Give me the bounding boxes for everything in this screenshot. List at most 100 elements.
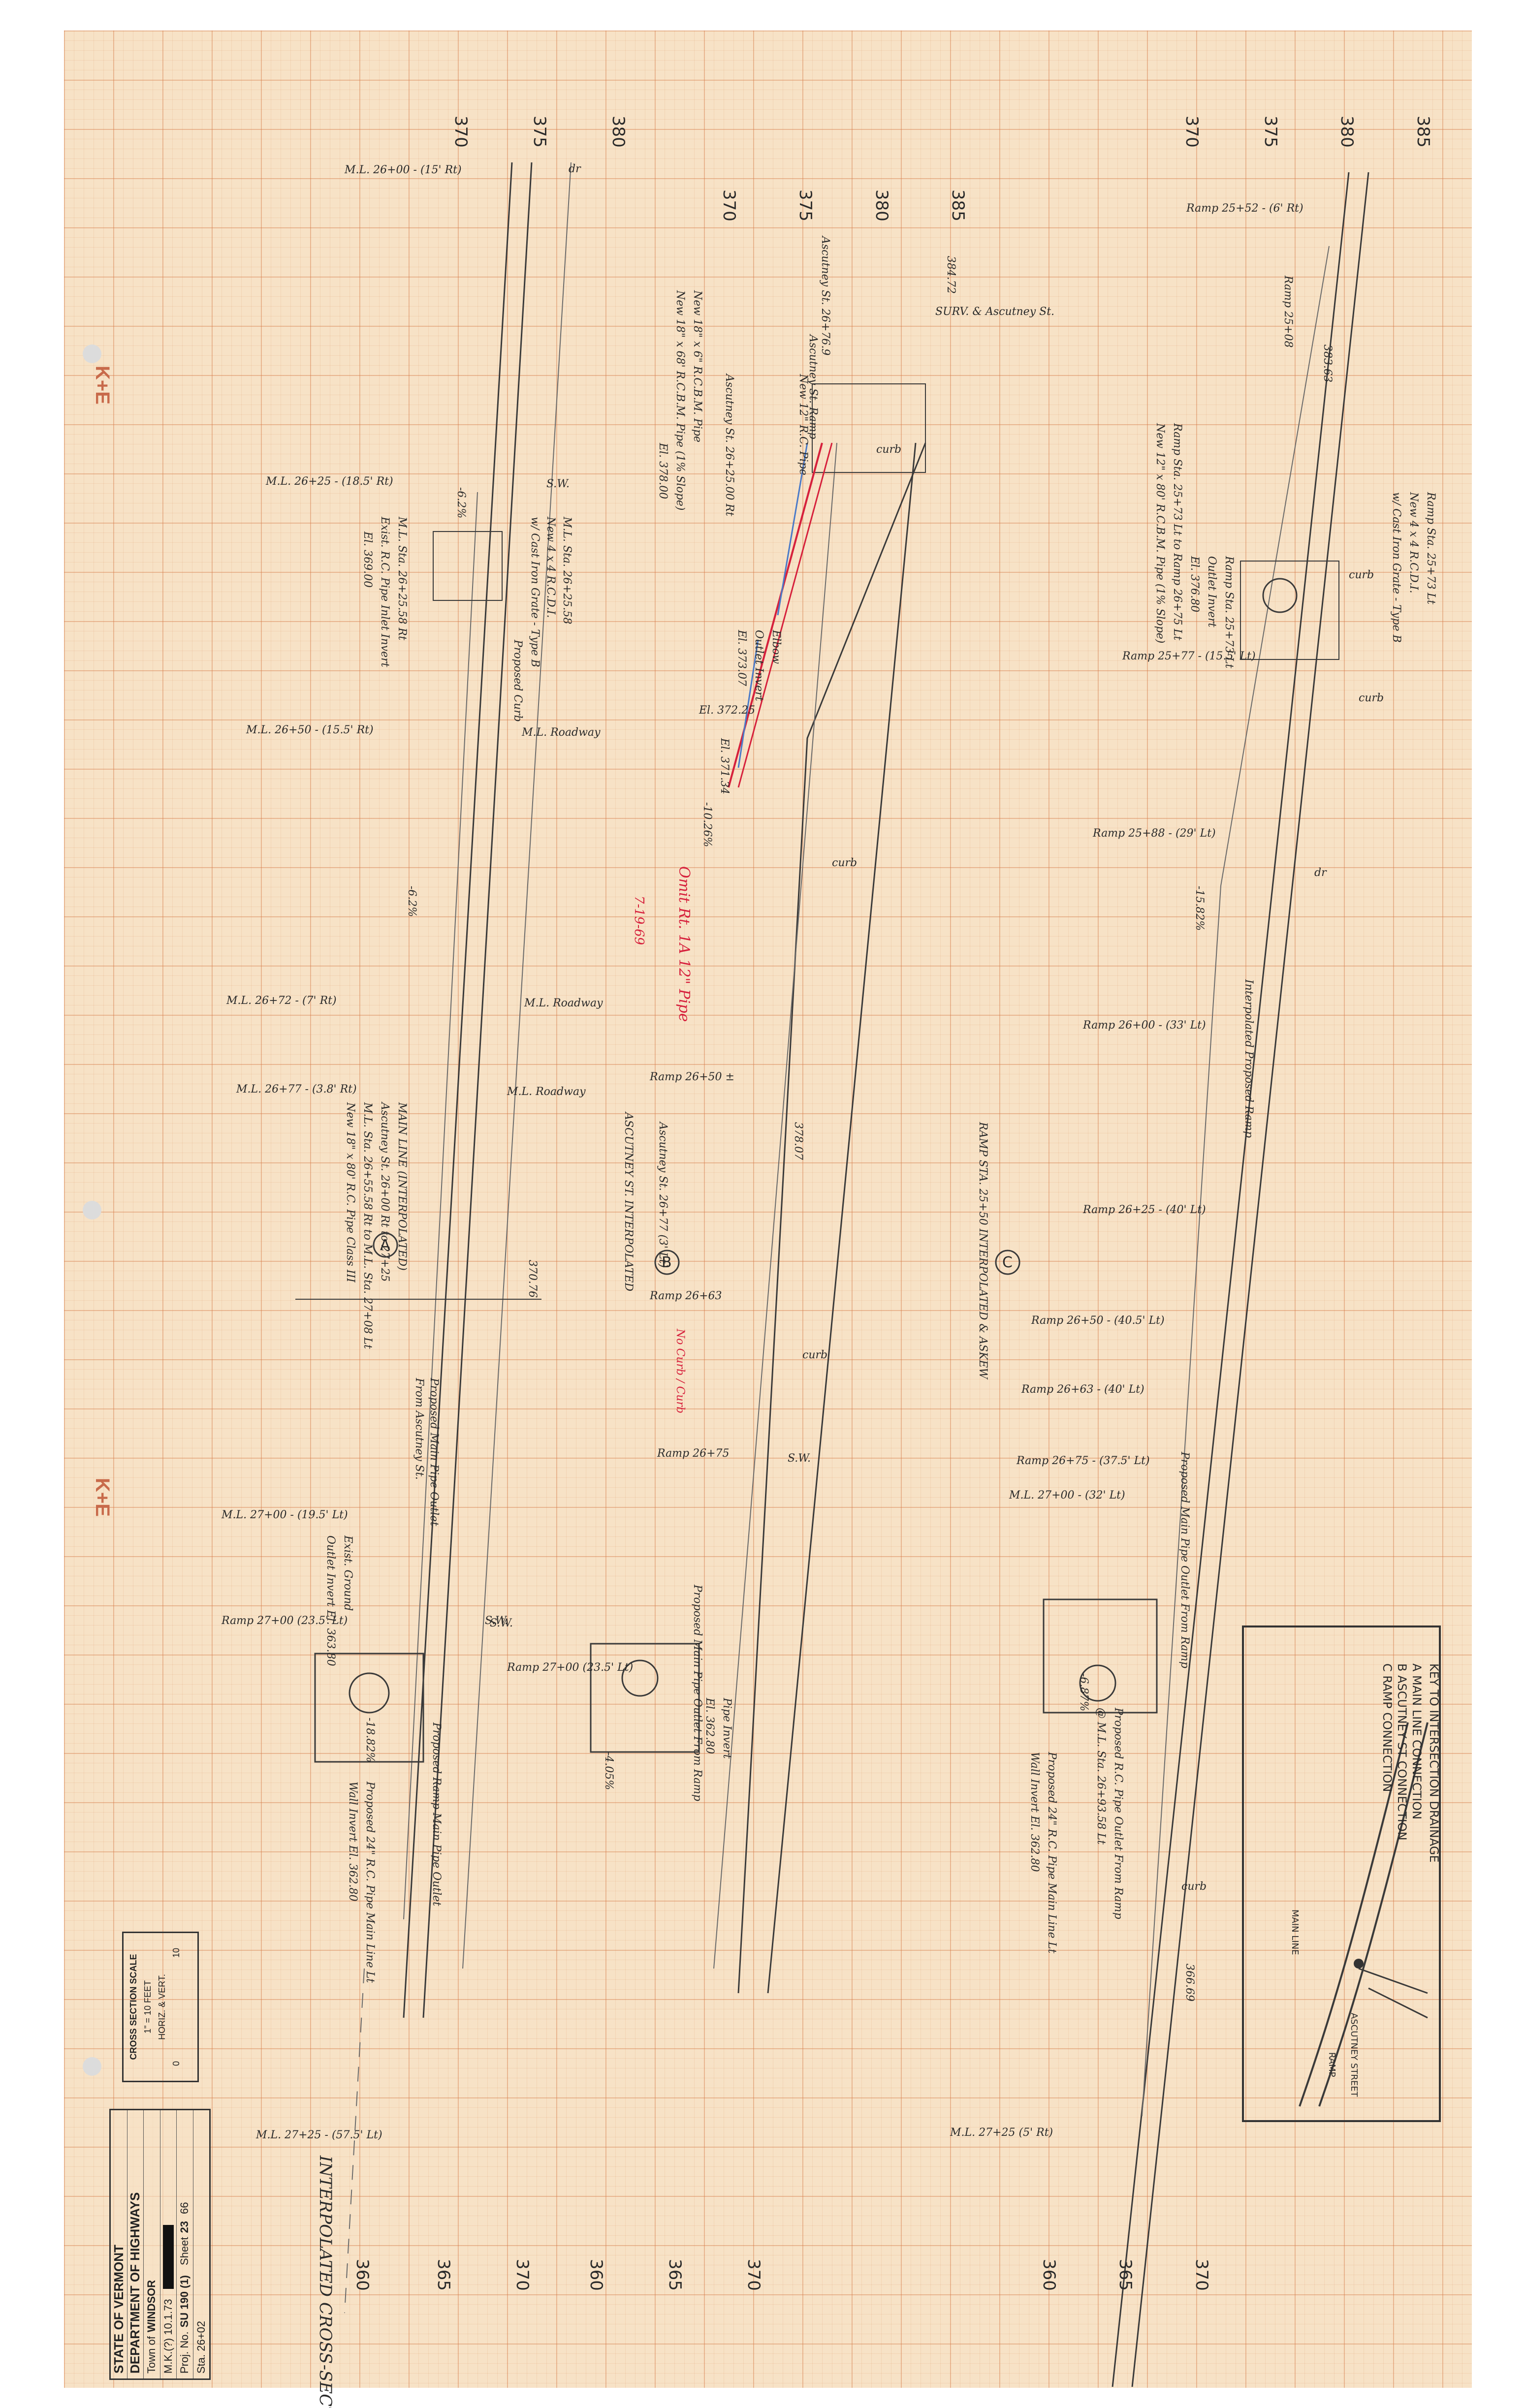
station-label: Ascutney St. 26+77 (3' Lt) — [657, 1121, 669, 1268]
key-item: C RAMP CONNECTION — [1380, 1663, 1394, 1792]
section-b-marker: B — [654, 1250, 680, 1275]
note: Elbow — [770, 629, 782, 664]
note: -15.82% — [1193, 886, 1206, 931]
scale-axes: HORIZ. & VERT. — [157, 1974, 167, 2040]
state-name: STATE OF VERMONT — [111, 2245, 126, 2374]
station-label: Ramp 26+50 - (40.5' Lt) — [1031, 1314, 1165, 1327]
elevation-ticks-top-b: 370 375 380 385 — [719, 189, 968, 221]
note: M.L. Sta. 26+25.58 — [561, 516, 573, 625]
elev-tick: 380 — [608, 116, 628, 148]
station-label: M.L. 26+77 - (3.8' Rt) — [236, 1083, 357, 1095]
department-name: DEPARTMENT OF HIGHWAYS — [127, 2192, 143, 2374]
binder-hole — [83, 344, 101, 363]
note: Exist. R.C. Pipe Inlet Invert — [379, 516, 391, 667]
key-label: ASCUTNEY STREET — [1349, 2013, 1359, 2097]
note: Outlet Invert El. 363.80 — [324, 1535, 337, 1666]
elev-label: 370.76 — [526, 1260, 539, 1298]
elev-tick: 360 — [352, 2259, 372, 2291]
section-c-marker: C — [995, 1250, 1020, 1275]
note: New 12" R.C. Pipe — [797, 374, 809, 475]
note: w/ Cast Iron Grate - Type B — [1390, 492, 1402, 643]
key-item: A MAIN LINE CONNECTION — [1410, 1663, 1424, 1819]
station-label: M.L. 27+00 - (19.5' Lt) — [221, 1509, 348, 1521]
note: Proposed Main Pipe Outlet — [428, 1377, 440, 1526]
note: New 12" x 80' R.C.B.M. Pipe (1% Slope) — [1154, 423, 1166, 643]
note: El. 369.00 — [361, 531, 374, 588]
elev-tick: 370 — [1182, 116, 1202, 148]
marker-a: A — [380, 1237, 390, 1254]
note: curb — [1181, 1880, 1207, 1893]
red-note: Omit Rt. 1A 12" Pipe — [675, 866, 693, 1022]
drafter: M.K.(?) 10.1.73 — [161, 2299, 174, 2374]
note: Ramp Sta. 25+73 Lt — [1223, 556, 1235, 668]
drawing-sheet — [64, 31, 1472, 2388]
red-note: No Curb / Curb — [674, 1328, 686, 1413]
town-row: Town of WINDSOR — [144, 2110, 160, 2378]
state-row: STATE OF VERMONT — [111, 2110, 127, 2378]
elev-label: 384.72 — [945, 256, 957, 294]
station-label: Ramp 26+75 — [657, 1447, 730, 1460]
key-title: KEY TO INTERSECTION DRAINAGE — [1427, 1663, 1441, 1863]
elev-tick: 360 — [586, 2259, 606, 2291]
redaction-bar — [162, 2225, 174, 2289]
note: El. 378.00 — [657, 442, 669, 499]
section-c-texts: Ramp 25+52 - (6' Rt) Ramp 25+77 - (15.5'… — [950, 202, 1437, 2139]
station-label: M.L. 27+25 (5' Rt) — [950, 2127, 1053, 2139]
drawing-title: INTERPOLATED CROSS-SECTIONS — [316, 2155, 335, 2408]
elev-tick: 375 — [1261, 116, 1280, 148]
station-label: Ramp 25+52 - (6' Rt) — [1186, 202, 1303, 215]
note: El. 376.80 — [1188, 556, 1201, 612]
drafter-row: M.K.(?) 10.1.73 — [160, 2110, 177, 2378]
note: Ascutney St. Ramp — [807, 334, 819, 439]
note: El. 372.25 — [699, 704, 755, 717]
elev-tick: 370 — [719, 189, 739, 221]
note: -6.2% — [406, 886, 418, 917]
station-label: M.L. 26+25 - (18.5' Rt) — [265, 475, 393, 488]
scale-value: 1" = 10 FEET — [143, 1980, 153, 2033]
elevation-ticks-top-a: 370 375 380 — [451, 116, 628, 148]
note: @ M.L. Sta. 26+93.58 Lt — [1095, 1708, 1107, 1845]
note: MAIN LINE (INTERPOLATED) — [396, 1102, 408, 1271]
station-label: Ramp 27+00 (23.5' Lt) — [221, 1615, 348, 1627]
note: dr — [1314, 867, 1327, 879]
note: w/ Cast Iron Grate - Type B — [529, 517, 541, 667]
note: Proposed Curb — [511, 639, 524, 722]
note: curb — [832, 857, 857, 869]
note: New 4 x 4 R.C.D.I. — [544, 516, 557, 618]
note: Pipe Invert — [721, 1697, 733, 1759]
note: curb — [1349, 569, 1374, 581]
note: 383.63 — [1321, 344, 1334, 382]
elev-tick: 385 — [948, 189, 968, 221]
section-b-heading: ASCUTNEY ST. INTERPOLATED — [622, 1111, 635, 1291]
note: Proposed R.C. Pipe Outlet From Ramp — [1112, 1707, 1124, 1919]
station-label: Ramp 26+00 - (33' Lt) — [1082, 1019, 1206, 1032]
note: New 18" x 80' R.C. Pipe Class III — [344, 1102, 356, 1283]
scale-tick: 0 — [171, 2061, 181, 2066]
scale-title: CROSS SECTION SCALE — [128, 1954, 138, 2060]
sheet-number: 23 — [178, 2221, 191, 2233]
project-label: Proj. No. — [178, 2331, 191, 2374]
note: dr — [569, 163, 581, 175]
elev-tick: 365 — [665, 2259, 685, 2291]
station-label: Ramp 26+63 — [649, 1290, 722, 1302]
department-row: DEPARTMENT OF HIGHWAYS — [127, 2110, 144, 2378]
station-label: M.L. 26+00 - (15' Rt) — [344, 164, 462, 176]
note: M.L. Sta. 26+55.58 Rt to M.L. Sta. 27+08… — [361, 1102, 374, 1349]
key-label: MAIN LINE — [1290, 1909, 1300, 1955]
station-label: M.L. 27+25 - (57.5' Lt) — [255, 2129, 382, 2141]
note: Wall Invert El. 362.80 — [1028, 1752, 1041, 1872]
project-row: Proj. No. SU 190 (1) Sheet 23 66 — [177, 2110, 193, 2378]
note: S.W. — [788, 1452, 811, 1465]
section-c-heading: RAMP STA. 25+50 INTERPOLATED & ASKEW — [977, 1122, 989, 1380]
note: Ramp Sta. 25+73 Lt — [1425, 492, 1437, 604]
note: curb — [876, 443, 901, 456]
note: Ascutney St. 26+76.9 — [819, 235, 831, 355]
elev-tick: 370 — [512, 2259, 532, 2291]
station-label: Ramp 26+25 - (40' Lt) — [1082, 1204, 1206, 1216]
note: Wall Invert El. 362.80 — [347, 1782, 359, 1902]
note: S.W. — [490, 1617, 513, 1629]
binder-hole — [83, 1201, 101, 1220]
elev-tick: 370 — [744, 2259, 763, 2291]
elevation-ticks-bottom: 360 365 370 360 365 370 360 365 370 — [352, 2259, 1211, 2291]
